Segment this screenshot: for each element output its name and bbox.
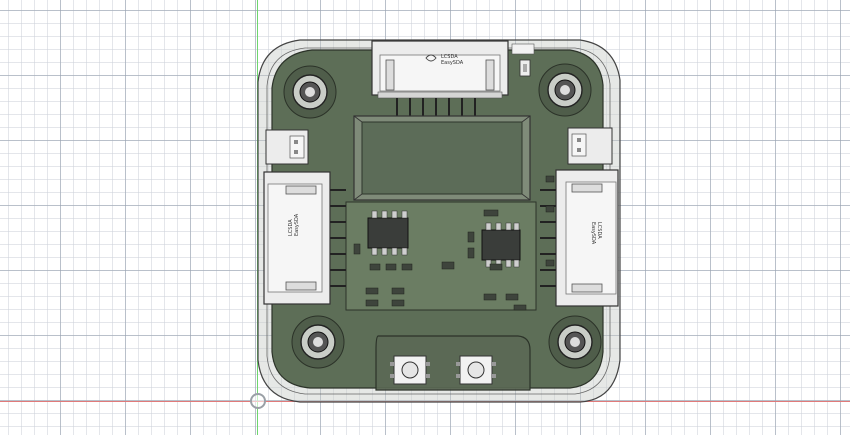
enclosure-inner-edge <box>266 47 611 395</box>
origin-circle-icon[interactable] <box>250 393 266 409</box>
right-connector-logo-text: LCSDA <box>596 222 602 239</box>
top-right-tab <box>511 43 535 55</box>
ic-chip-left <box>367 210 409 256</box>
mounting-hole-top-left <box>283 65 337 119</box>
ic-chip-right <box>481 222 521 268</box>
mounting-hole-bottom-left <box>291 315 345 369</box>
top-connector-label-text: EasySDA <box>441 60 464 66</box>
left-connector[interactable]: LCSDA EasySDA <box>263 171 346 305</box>
push-button-right[interactable] <box>456 355 496 385</box>
status-led <box>519 59 531 77</box>
right-connector[interactable]: LCSDA EasySDA <box>540 169 619 307</box>
right-small-connector[interactable] <box>567 127 613 165</box>
mounting-hole-bottom-right <box>548 315 602 369</box>
push-button-left[interactable] <box>390 355 430 385</box>
passive-components <box>353 175 555 311</box>
brand-logo-icon <box>425 54 437 62</box>
left-small-connector[interactable] <box>265 129 309 165</box>
lcd-display <box>353 115 531 201</box>
left-connector-label-text: EasySDA <box>294 213 300 236</box>
top-connector[interactable]: LCSDA EasySDA <box>371 40 509 118</box>
mounting-hole-top-right <box>538 63 592 117</box>
right-connector-label-text: EasySDA <box>590 222 596 245</box>
top-connector-logo-text: LCSDA <box>441 54 458 60</box>
left-connector-logo-text: LCSDA <box>288 219 294 236</box>
